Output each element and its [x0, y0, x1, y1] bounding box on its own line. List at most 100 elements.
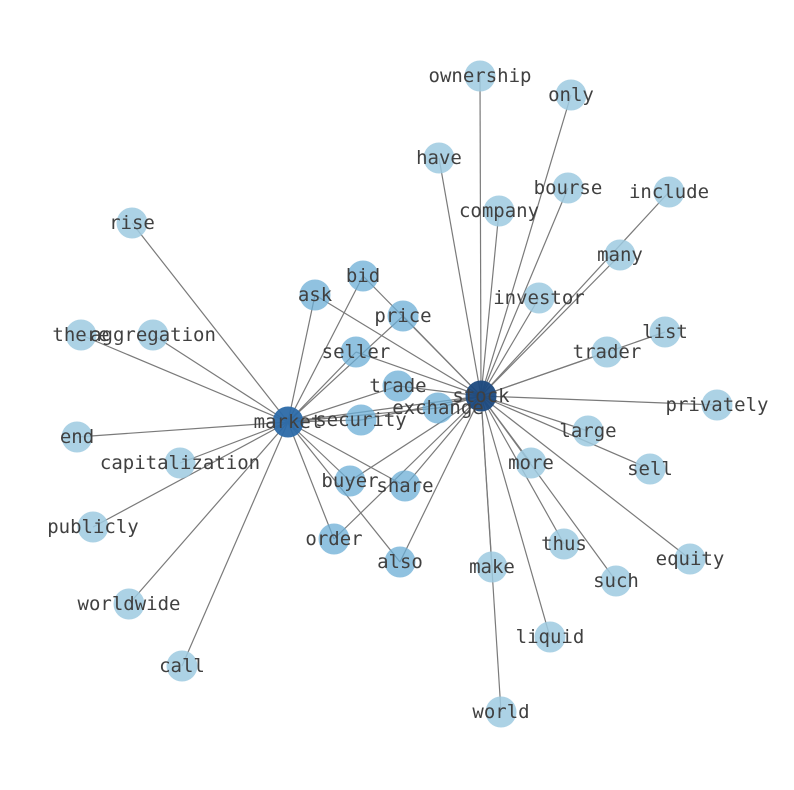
edge-market-worldwide	[128, 421, 289, 605]
node-layer	[61, 60, 733, 728]
edge-stock-order	[333, 395, 482, 540]
edge-stock-equity	[480, 395, 691, 560]
edge-market-seller	[287, 351, 357, 423]
node-label-such: such	[593, 570, 639, 592]
node-label-world: world	[472, 701, 529, 723]
node-capitalization	[164, 447, 196, 479]
node-share	[389, 470, 421, 502]
node-end	[61, 421, 93, 453]
node-liquid	[534, 621, 566, 653]
edge-market-end	[76, 421, 289, 438]
node-only	[555, 79, 587, 111]
node-label-end: end	[60, 426, 94, 448]
node-label-there: there	[52, 324, 109, 346]
edge-stock-include	[480, 191, 670, 397]
node-more	[515, 447, 547, 479]
node-price	[387, 300, 419, 332]
edge-market-aggregation	[152, 334, 289, 423]
node-label-include: include	[629, 181, 709, 203]
node-company	[483, 195, 515, 227]
edge-stock-also	[399, 395, 482, 563]
node-equity	[674, 543, 706, 575]
edge-stock-such	[480, 395, 617, 582]
edge-stock-have	[438, 157, 482, 397]
edge-market-call	[181, 421, 289, 667]
edge-market-price	[287, 315, 404, 423]
node-label-company: company	[459, 200, 539, 222]
node-trade	[382, 370, 414, 402]
node-many	[604, 239, 636, 271]
node-label-make: make	[469, 556, 515, 578]
node-label-share: share	[376, 475, 433, 497]
edge-stock-bourse	[480, 187, 569, 397]
edge-stock-seller	[355, 351, 482, 397]
node-such	[600, 565, 632, 597]
edge-market-bid	[287, 275, 364, 423]
node-label-thus: thus	[541, 533, 587, 555]
node-aggregation	[137, 319, 169, 351]
edge-stock-security	[360, 395, 482, 421]
edge-stock-many	[480, 254, 621, 397]
node-label-liquid: liquid	[516, 626, 585, 648]
node-label-exchange: exchange	[392, 397, 484, 419]
node-rise	[116, 207, 148, 239]
node-seller	[340, 336, 372, 368]
node-label-publicly: publicly	[47, 516, 139, 538]
edge-stock-ask	[314, 294, 482, 397]
edge-market-publicly	[92, 421, 289, 528]
node-label-also: also	[377, 551, 423, 573]
edge-market-rise	[131, 222, 289, 423]
node-list	[649, 316, 681, 348]
node-bid	[347, 260, 379, 292]
node-bourse	[552, 172, 584, 204]
edge-stock-large	[480, 395, 589, 432]
node-also	[384, 546, 416, 578]
edge-stock-company	[480, 210, 500, 397]
node-stock	[465, 380, 497, 412]
edge-stock-bid	[362, 275, 482, 397]
node-label-have: have	[416, 147, 462, 169]
node-label-worldwide: worldwide	[78, 593, 181, 615]
node-label-investor: investor	[493, 287, 585, 309]
node-sell	[634, 453, 666, 485]
edge-market-trade	[287, 385, 399, 423]
node-security	[345, 404, 377, 436]
edge-stock-share	[404, 395, 482, 487]
node-world	[485, 696, 517, 728]
node-label-privately: privately	[666, 394, 769, 416]
node-label-ownership: ownership	[429, 65, 532, 87]
node-label-capitalization: capitalization	[100, 452, 260, 474]
node-label-equity: equity	[656, 548, 725, 570]
node-buyer	[334, 465, 366, 497]
node-have	[423, 142, 455, 174]
node-label-stock: stock	[452, 385, 510, 407]
node-call	[166, 650, 198, 682]
edge-stock-privately	[480, 395, 718, 406]
node-market	[272, 406, 304, 438]
node-label-only: only	[548, 84, 594, 106]
node-label-list: list	[642, 321, 688, 343]
edge-stock-trader	[480, 351, 608, 397]
edge-market-ask	[287, 294, 316, 423]
node-investor	[523, 282, 555, 314]
edge-stock-investor	[480, 297, 540, 397]
node-label-many: many	[597, 244, 643, 266]
node-label-buyer: buyer	[321, 470, 378, 492]
edge-stock-liquid	[480, 395, 551, 638]
node-exchange	[422, 392, 454, 424]
node-label-trade: trade	[369, 375, 426, 397]
node-label-seller: seller	[322, 341, 391, 363]
node-worldwide	[113, 588, 145, 620]
node-privately	[701, 389, 733, 421]
edge-market-order	[287, 421, 335, 540]
edge-stock-ownership	[479, 75, 482, 397]
node-label-price: price	[374, 305, 431, 327]
node-label-bid: bid	[346, 265, 380, 287]
node-ownership	[464, 60, 496, 92]
edge-stock-sell	[480, 395, 651, 470]
node-include	[653, 176, 685, 208]
edge-stock-only	[480, 94, 572, 397]
node-label-more: more	[508, 452, 554, 474]
edge-market-capitalization	[179, 421, 289, 464]
